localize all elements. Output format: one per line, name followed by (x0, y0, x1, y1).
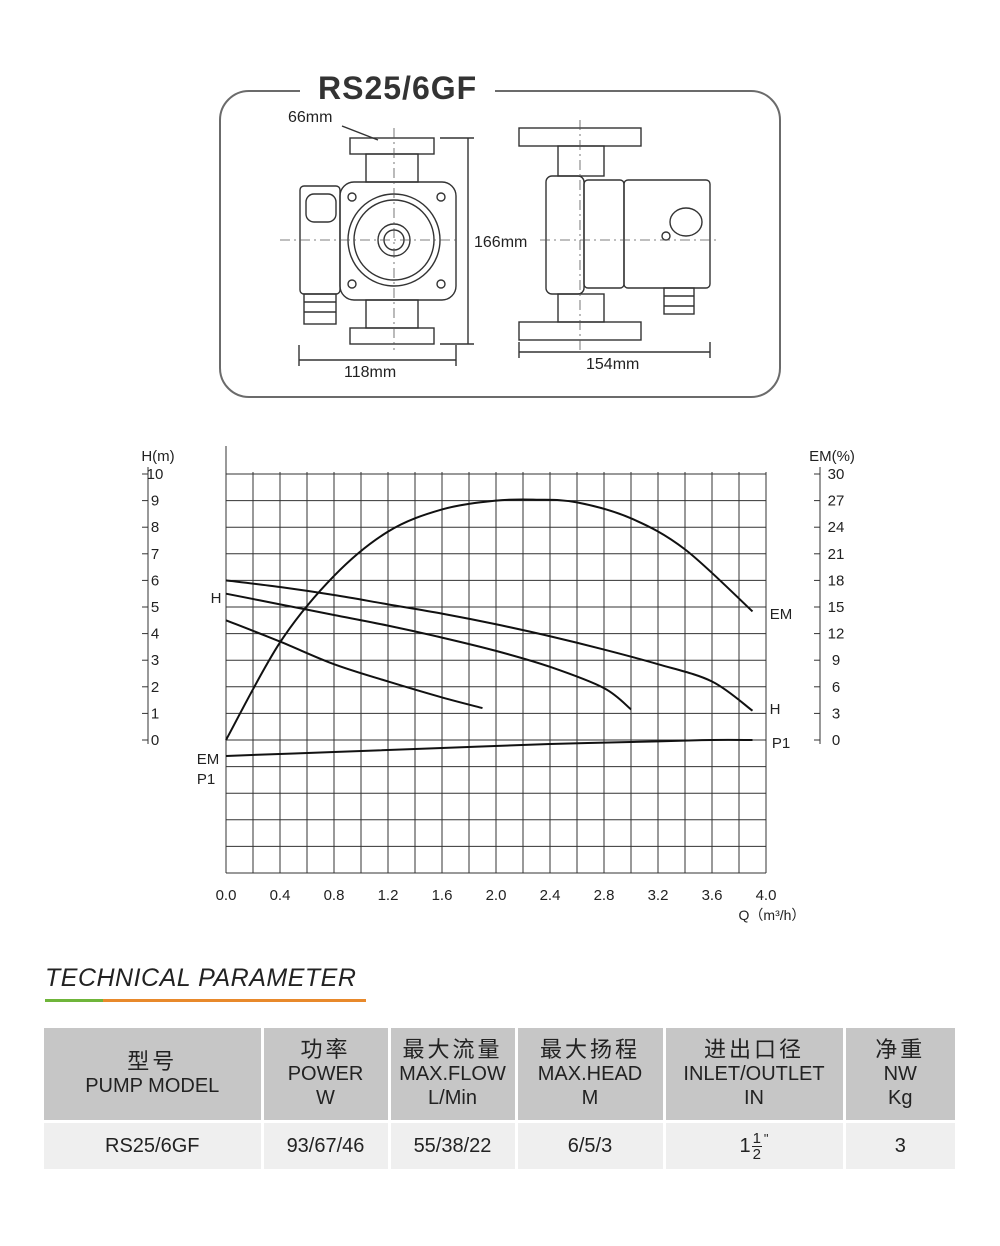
right-axis-tick-label: 9 (832, 652, 840, 669)
x-axis-tick-label: 1.6 (432, 887, 453, 904)
right-axis-tick-label: 30 (828, 466, 845, 483)
table-row: RS25/6GF 93/67/46 55/38/22 6/5/3 1 1 2 "… (44, 1120, 955, 1169)
cell-power: 93/67/46 (260, 1120, 389, 1169)
header-weight: 净重 NW Kg (842, 1028, 955, 1122)
left-axis-tick-label: 9 (151, 493, 159, 510)
p1-left-label: P1 (197, 771, 215, 788)
header-power-zh: 功率 (300, 1037, 351, 1062)
em-right-label: EM (770, 606, 793, 623)
cell-model: RS25/6GF (44, 1120, 262, 1169)
dim-height-label: 166mm (472, 234, 530, 252)
model-title: RS25/6GF (300, 70, 496, 107)
x-axis-tick-label: 3.6 (702, 887, 723, 904)
header-model-zh: 型号 (127, 1049, 178, 1074)
header-inlet-unit: IN (744, 1087, 764, 1109)
left-axis-label: H(m) (141, 448, 174, 465)
header-inlet-zh: 进出口径 (703, 1037, 804, 1062)
dimension-drawing-panel (219, 90, 781, 398)
x-axis-label: Q（m³/h） (739, 907, 806, 923)
h-left-label: H (211, 590, 222, 607)
dim-width-front-label: 118mm (342, 364, 399, 382)
right-axis-tick-label: 15 (828, 599, 845, 616)
em-left-label: EM (197, 751, 220, 768)
h-curve-mid (225, 592, 632, 711)
technical-parameter-title: TECHNICAL PARAMETER (45, 964, 357, 992)
header-flow-zh: 最大流量 (402, 1037, 503, 1062)
x-axis-tick-label: 4.0 (756, 887, 777, 904)
h-curve-high (225, 579, 754, 712)
left-axis-tick-label: 5 (151, 599, 159, 616)
header-head: 最大扬程 MAX.HEAD M (514, 1028, 664, 1122)
x-axis-tick-label: 0.0 (216, 887, 237, 904)
left-axis-tick-label: 6 (151, 572, 159, 589)
header-flow-en: MAX.FLOW (399, 1063, 506, 1085)
x-axis-tick-label: 3.2 (648, 887, 669, 904)
right-axis-tick-label: 0 (832, 732, 840, 749)
left-axis-tick-label: 3 (151, 652, 159, 669)
left-axis-tick-label: 1 (151, 705, 159, 722)
em-curve (225, 498, 754, 741)
header-flow: 最大流量 MAX.FLOW L/Min (387, 1028, 516, 1122)
header-head-zh: 最大扬程 (539, 1037, 640, 1062)
inlet-denominator: 2 (752, 1145, 761, 1163)
left-axis-tick-label: 10 (147, 466, 164, 483)
x-axis-tick-label: 1.2 (378, 887, 399, 904)
cell-weight: 3 (842, 1120, 955, 1169)
inlet-numerator: 1 (751, 1129, 762, 1147)
header-power-en: POWER (287, 1063, 364, 1085)
header-weight-en: NW (883, 1063, 917, 1085)
h-curve-low (225, 619, 483, 710)
left-axis-tick-label: 0 (151, 732, 159, 749)
header-model: 型号 PUMP MODEL (44, 1028, 262, 1122)
inlet-unit: " (763, 1130, 769, 1146)
right-axis-tick-label: 21 (828, 546, 845, 563)
cell-inlet: 1 1 2 " (662, 1120, 844, 1169)
p1-right-label: P1 (772, 735, 790, 752)
h-right-label: H (770, 701, 781, 718)
pump-drawing (280, 120, 720, 366)
side-cable-gland (663, 287, 695, 315)
header-inlet: 进出口径 INLET/OUTLET IN (662, 1028, 844, 1122)
x-axis-tick-label: 2.8 (594, 887, 615, 904)
right-axis-tick-label: 12 (828, 626, 845, 643)
dim-width-side-label: 154mm (584, 356, 642, 374)
header-model-en: PUMP MODEL (85, 1075, 220, 1097)
x-axis-tick-label: 2.0 (486, 887, 507, 904)
title-underline (45, 999, 366, 1002)
front-cable-gland (303, 293, 337, 325)
right-axis-tick-label: 6 (832, 679, 840, 696)
cell-flow: 55/38/22 (387, 1120, 516, 1169)
technical-parameter-table: 型号 PUMP MODEL 功率 POWER W 最大流量 MAX.FLOW L… (44, 1028, 955, 1169)
left-axis-tick-label: 4 (151, 626, 159, 643)
dim-top-label: 66mm (286, 109, 335, 127)
header-weight-zh: 净重 (875, 1037, 926, 1062)
right-axis-tick-label: 27 (828, 493, 845, 510)
header-inlet-en: INLET/OUTLET (683, 1063, 825, 1085)
right-axis-tick-label: 24 (828, 519, 845, 536)
x-axis-tick-label: 2.4 (540, 887, 561, 904)
table-header-row: 型号 PUMP MODEL 功率 POWER W 最大流量 MAX.FLOW L… (44, 1028, 955, 1122)
left-axis-tick-label: 7 (151, 546, 159, 563)
p1-curve (225, 738, 753, 757)
inlet-whole: 1 (739, 1134, 751, 1157)
header-power-unit: W (316, 1087, 335, 1109)
left-axis-tick-label: 8 (151, 519, 159, 536)
cell-head: 6/5/3 (514, 1120, 664, 1169)
header-head-en: MAX.HEAD (537, 1063, 643, 1085)
x-axis-tick-label: 0.8 (324, 887, 345, 904)
inlet-fraction-part: 1 2 (751, 1129, 762, 1163)
side-speed-switch (669, 207, 703, 237)
right-axis-tick-label: 18 (828, 572, 845, 589)
inlet-fraction: 1 1 2 " (739, 1131, 768, 1162)
left-axis-tick-label: 2 (151, 679, 159, 696)
header-flow-unit: L/Min (428, 1087, 477, 1109)
performance-chart: 109876543210H(m)302724211815129630EM(%)0… (141, 446, 855, 923)
header-weight-unit: Kg (888, 1087, 913, 1109)
header-head-unit: M (581, 1087, 599, 1109)
header-power: 功率 POWER W (260, 1028, 389, 1122)
right-axis-label: EM(%) (809, 448, 855, 465)
right-axis-tick-label: 3 (832, 705, 840, 722)
x-axis-tick-label: 0.4 (270, 887, 291, 904)
